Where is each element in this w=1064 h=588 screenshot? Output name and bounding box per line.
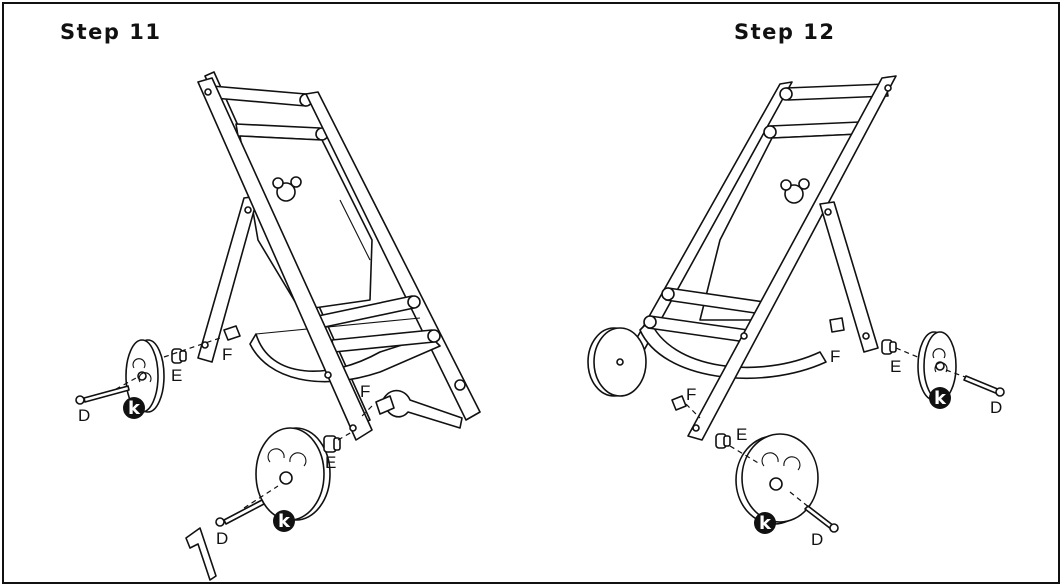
wheel-attached (587, 327, 647, 397)
bolt-d-bottom (215, 499, 265, 527)
step-12-stroller: F F E E k D k D (587, 75, 1005, 549)
label-f-right: F (830, 347, 840, 366)
spacer-e-left (171, 348, 187, 364)
mickey-emblem (780, 178, 810, 204)
spacer-e-right (881, 339, 897, 355)
label-k-right: k (278, 511, 291, 532)
nut-f-left (671, 395, 687, 411)
label-d-front: D (811, 530, 823, 549)
label-k-left: k (128, 398, 141, 419)
bolt-d-left (75, 385, 130, 405)
wheel-right (255, 427, 331, 521)
label-f-left: F (222, 345, 232, 364)
label-d-right: D (990, 398, 1002, 417)
rear-leg (819, 201, 879, 353)
mickey-emblem (272, 176, 302, 202)
nut-f-right (829, 317, 845, 333)
label-d-bottom: D (216, 529, 228, 548)
step-11-title: Step 11 (60, 20, 162, 44)
spacer-e-left (715, 433, 731, 449)
label-e-left: E (171, 366, 182, 385)
wrench-icon (375, 389, 463, 429)
spacer-e-right (323, 435, 341, 453)
step-11-stroller: D E F F k D E k (75, 71, 481, 581)
step-12-title: Step 12 (734, 20, 836, 44)
label-f-right: F (360, 382, 370, 401)
label-e-left: E (736, 425, 747, 444)
wheel-right (917, 331, 957, 401)
label-f-left: F (686, 385, 696, 404)
nut-f-left (223, 325, 241, 341)
label-k-front: k (759, 513, 772, 534)
allen-key-icon (185, 527, 217, 581)
wheel-front (735, 433, 819, 525)
front-frame (687, 75, 897, 441)
label-d-left: D (78, 406, 90, 425)
basket (639, 319, 827, 380)
bolt-d-right (963, 375, 1005, 397)
seat-fabric (239, 135, 373, 311)
label-e-right: E (325, 453, 336, 472)
wheel-left (125, 339, 165, 413)
label-k-right: k (934, 388, 947, 409)
front-frame (197, 77, 373, 441)
label-e-right: E (890, 357, 901, 376)
bolt-d-front (804, 505, 839, 533)
